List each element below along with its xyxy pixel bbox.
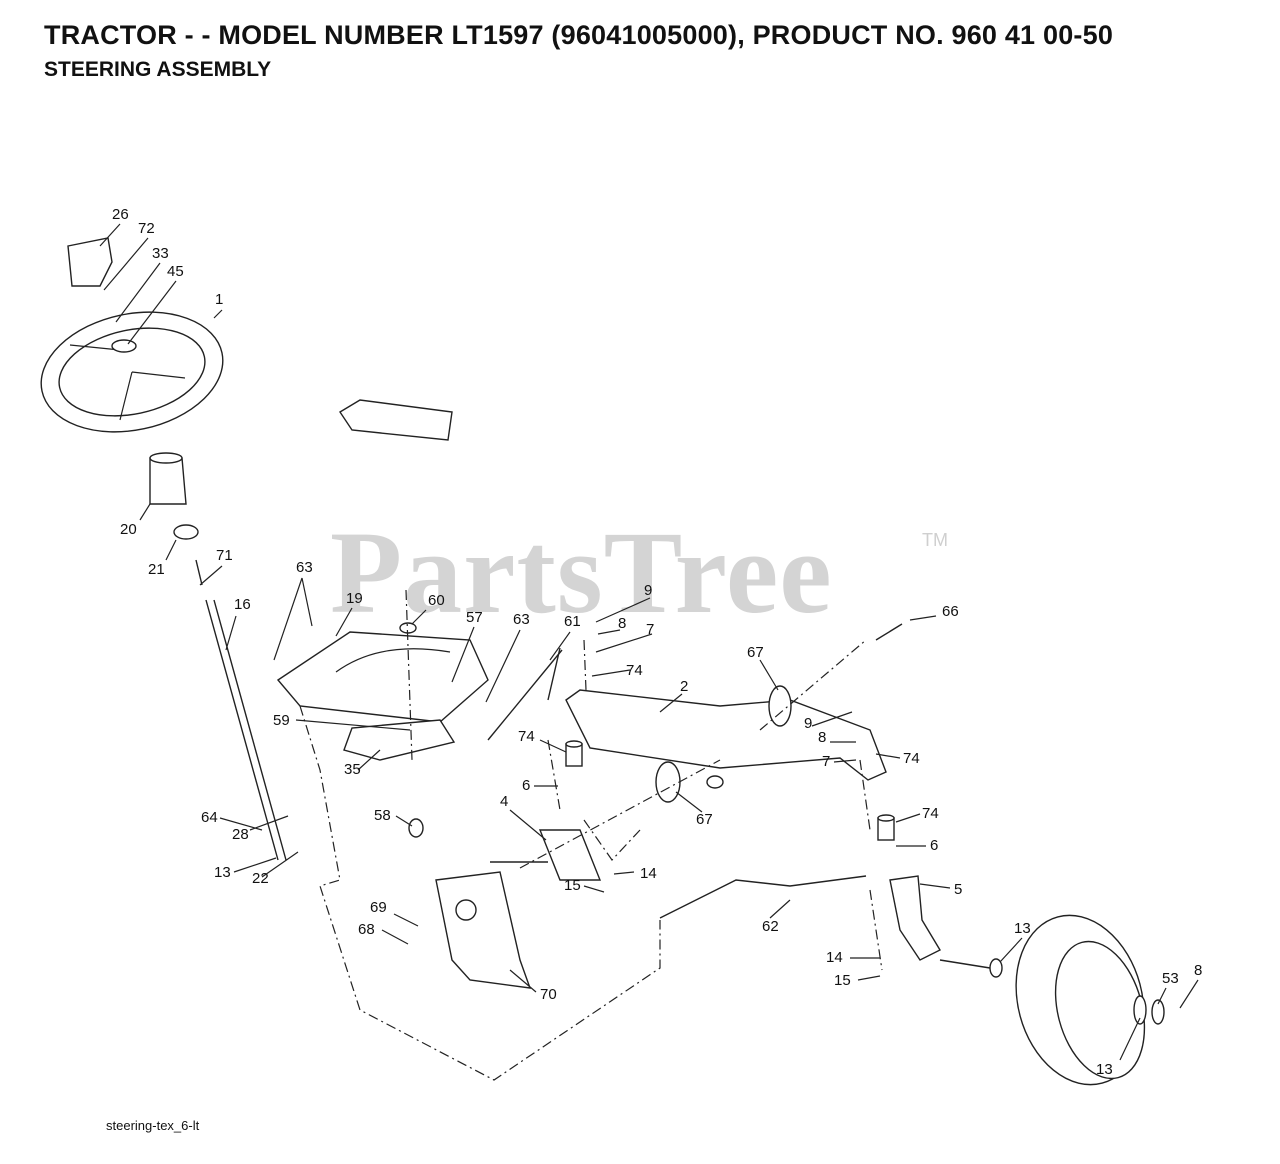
callout-label: 67 bbox=[747, 644, 764, 661]
callout-label: 4 bbox=[500, 793, 508, 810]
callout-label: 69 bbox=[370, 899, 387, 916]
callout-label: 22 bbox=[252, 870, 269, 887]
callout-label: 6 bbox=[930, 837, 938, 854]
callout-label: 53 bbox=[1162, 970, 1179, 987]
callout-label: 60 bbox=[428, 592, 445, 609]
callout-label: 13 bbox=[1096, 1061, 1113, 1078]
callout-label: 26 bbox=[112, 206, 129, 223]
callout-label: 20 bbox=[120, 521, 137, 538]
callout-label: 66 bbox=[942, 603, 959, 620]
steering-cap bbox=[67, 237, 113, 287]
callout-label: 71 bbox=[216, 547, 233, 564]
spindle-left bbox=[490, 829, 602, 881]
spacer-67b bbox=[655, 761, 681, 803]
callout-label: 67 bbox=[696, 811, 713, 828]
watermark-trademark: TM bbox=[922, 530, 948, 550]
sector-gear bbox=[339, 399, 456, 838]
support-plate bbox=[276, 622, 489, 723]
callout-label: 2 bbox=[680, 678, 688, 695]
steering-adapter bbox=[149, 452, 199, 540]
callout-label: 74 bbox=[922, 805, 939, 822]
callout-label: 70 bbox=[540, 986, 557, 1003]
pivot-bar bbox=[487, 647, 563, 741]
callout-label: 33 bbox=[152, 245, 169, 262]
steering-bracket bbox=[435, 871, 532, 989]
callout-label: 72 bbox=[138, 220, 155, 237]
callout-label: 21 bbox=[148, 561, 165, 578]
assembly-lines bbox=[299, 589, 883, 1081]
steering-shaft bbox=[195, 559, 287, 861]
pivot-bolt bbox=[875, 623, 903, 641]
watermark: PartsTree bbox=[330, 507, 833, 638]
callout-labels: 26 72 33 45 1 20 21 71 16 64 28 13 22 63… bbox=[112, 206, 1202, 1078]
callout-label: 13 bbox=[214, 864, 231, 881]
callout-label: 15 bbox=[564, 877, 581, 894]
callout-label: 35 bbox=[344, 761, 361, 778]
callout-label: 61 bbox=[564, 613, 581, 630]
spindle-right bbox=[889, 875, 991, 969]
bushing-left bbox=[565, 740, 583, 767]
callout-label: 1 bbox=[215, 291, 223, 308]
callout-label: 58 bbox=[374, 807, 391, 824]
figure-code: steering-tex_6-lt bbox=[106, 1118, 200, 1133]
callout-label: 8 bbox=[818, 729, 826, 746]
callout-label: 45 bbox=[167, 263, 184, 280]
callout-label: 68 bbox=[358, 921, 375, 938]
callout-label: 28 bbox=[232, 826, 249, 843]
callout-label: 9 bbox=[644, 582, 652, 599]
callout-label: 14 bbox=[826, 949, 843, 966]
callout-label: 6 bbox=[522, 777, 530, 794]
callout-label: 63 bbox=[513, 611, 530, 628]
wheel-tire bbox=[989, 914, 1165, 1086]
callout-label: 64 bbox=[201, 809, 218, 826]
spacer-67a bbox=[768, 685, 792, 727]
callout-label: 74 bbox=[903, 750, 920, 767]
callout-label: 13 bbox=[1014, 920, 1031, 937]
callout-label: 63 bbox=[296, 559, 313, 576]
callout-label: 19 bbox=[346, 590, 363, 607]
bushing-right bbox=[877, 814, 895, 841]
callout-label: 57 bbox=[466, 609, 483, 626]
callout-label: 74 bbox=[518, 728, 535, 745]
axle bbox=[565, 689, 887, 789]
drag-link bbox=[659, 875, 867, 919]
callout-label: 7 bbox=[646, 621, 654, 638]
callout-label: 59 bbox=[273, 712, 290, 729]
callout-label: 8 bbox=[1194, 962, 1202, 979]
page-title: TRACTOR - - MODEL NUMBER LT1597 (9604100… bbox=[44, 20, 1114, 50]
steering-wheel bbox=[40, 311, 224, 433]
callout-label: 62 bbox=[762, 918, 779, 935]
callout-label: 8 bbox=[618, 615, 626, 632]
callout-label: 74 bbox=[626, 662, 643, 679]
callout-label: 14 bbox=[640, 865, 657, 882]
leader-lines bbox=[99, 223, 1199, 1061]
callout-label: 7 bbox=[822, 753, 830, 770]
callout-label: 9 bbox=[804, 715, 812, 732]
callout-label: 5 bbox=[954, 881, 962, 898]
callout-label: 16 bbox=[234, 596, 251, 613]
section-subtitle: STEERING ASSEMBLY bbox=[44, 58, 272, 81]
callout-label: 15 bbox=[834, 972, 851, 989]
